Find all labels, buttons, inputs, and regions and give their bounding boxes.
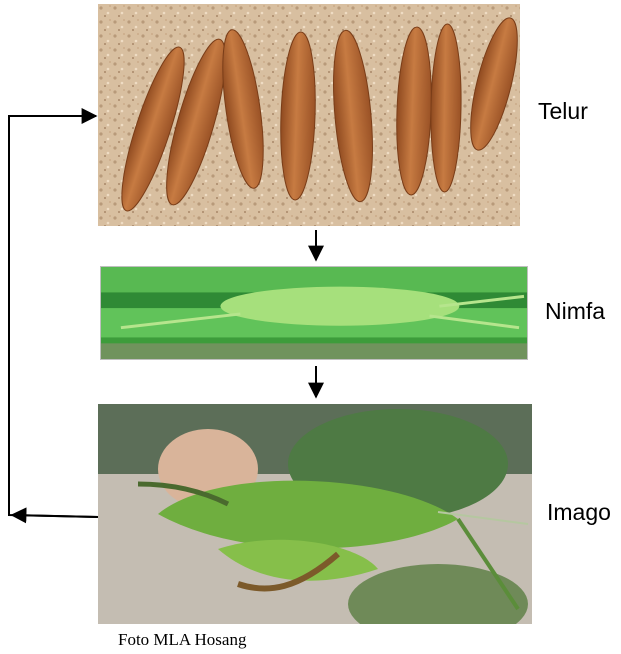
arrow-adult-to-egg-return	[9, 116, 98, 517]
label-egg: Telur	[538, 98, 588, 125]
egg-photo	[98, 4, 520, 226]
nymph-photo	[100, 266, 528, 360]
adult-photo	[98, 404, 532, 624]
label-nymph: Nimfa	[545, 298, 605, 325]
label-adult: Imago	[547, 499, 611, 526]
arrow-adult-out	[12, 515, 98, 517]
photo-credit: Foto MLA Hosang	[118, 630, 246, 650]
